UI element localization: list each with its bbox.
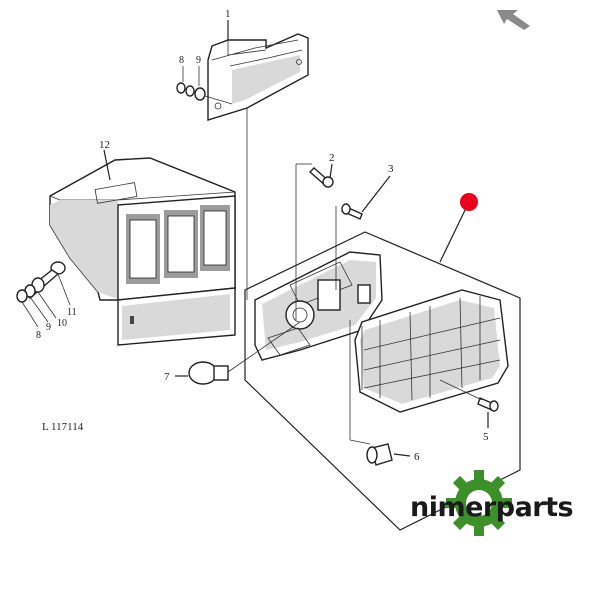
callout-5: 5 bbox=[483, 431, 489, 443]
guard-housing-part bbox=[49, 157, 236, 346]
bulb-6 bbox=[349, 320, 411, 466]
callout-2: 2 bbox=[329, 152, 335, 164]
callout-9-top: 9 bbox=[196, 55, 201, 66]
callout-9: 9 bbox=[46, 322, 51, 333]
gear-icon bbox=[446, 470, 512, 536]
callout-11: 11 bbox=[67, 307, 77, 318]
bolt-left bbox=[16, 261, 71, 328]
screw-5 bbox=[439, 379, 499, 428]
brand-logo[interactable]: nimerparts bbox=[410, 470, 574, 536]
screw-3 bbox=[335, 175, 391, 290]
callout-7: 7 bbox=[164, 371, 170, 383]
callout-6: 6 bbox=[414, 451, 420, 463]
nut-washer-top bbox=[176, 66, 233, 105]
screw-2 bbox=[295, 163, 334, 320]
bracket-part bbox=[207, 20, 309, 121]
callout-3: 3 bbox=[388, 163, 394, 175]
callout-1: 1 bbox=[225, 8, 231, 20]
callout-10: 10 bbox=[57, 318, 67, 329]
arrow-back-icon[interactable] bbox=[497, 10, 530, 30]
callout-12: 12 bbox=[99, 139, 110, 151]
callout-8-top: 8 bbox=[179, 55, 184, 66]
callout-8: 8 bbox=[36, 330, 41, 341]
lamp-assembly-part bbox=[244, 231, 521, 531]
highlight-dot[interactable] bbox=[460, 193, 478, 211]
bulb-7 bbox=[175, 321, 301, 385]
logo-text: nimerparts bbox=[410, 492, 573, 523]
reference-number: L 117114 bbox=[42, 421, 84, 433]
